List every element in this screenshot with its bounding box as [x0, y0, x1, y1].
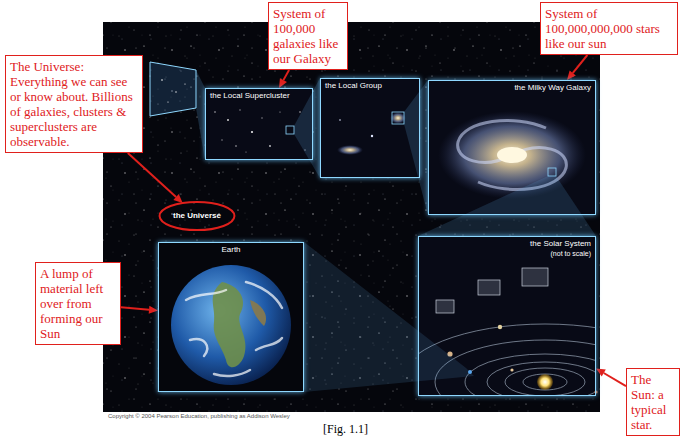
pointer-line: [573, 55, 588, 73]
pointer-line: [283, 70, 289, 80]
arrowhead: [596, 368, 606, 376]
callout-box: The Sun: a typical star.: [626, 368, 680, 436]
panel-title: the Solar System: [423, 239, 591, 249]
callout-box: System of 100,000,000,000 stars like our…: [540, 2, 678, 55]
figure-caption: [Fig. 1.1]: [323, 422, 368, 436]
callout-box: The Universe: Everything we can see or k…: [5, 55, 143, 153]
pointer-arrow: [279, 70, 289, 88]
panel-title: the Local Group: [325, 81, 415, 91]
pointer-arrow: [567, 55, 587, 80]
zoom-panel: the Milky Way Galaxy: [428, 80, 596, 215]
callout-box: A lump of material left over from formin…: [35, 262, 121, 345]
zoom-panel: the Local Supercluster: [205, 88, 313, 160]
zoom-panel: the Solar System(not to scale): [418, 236, 596, 396]
arrowhead: [279, 78, 287, 88]
pointer-arrow: [596, 368, 626, 386]
pointer-line: [121, 307, 149, 309]
callout-text: The Sun: a typical star.: [631, 372, 675, 432]
callout-text: System of 100,000 galaxies like our Gala…: [273, 6, 343, 66]
panel-title: (not to scale): [423, 249, 591, 258]
circled-label: the Universe: [158, 200, 236, 232]
pointer-arrow: [128, 153, 183, 203]
panel-title: the Milky Way Galaxy: [433, 83, 591, 93]
arrowhead: [149, 306, 158, 314]
panel-title: Earth: [163, 245, 299, 255]
callout-text: System of 100,000,000,000 stars like our…: [545, 6, 673, 51]
arrowhead: [567, 70, 576, 80]
callout-text: The Universe: Everything we can see or k…: [10, 59, 138, 149]
oval-outline: [160, 202, 235, 230]
panel-title: the Local Supercluster: [210, 91, 308, 101]
callout-box: System of 100,000 galaxies like our Gala…: [268, 2, 348, 70]
arrowhead: [173, 194, 182, 203]
pointer-arrow: [121, 306, 158, 314]
copyright-note: Copyright © 2004 Pearson Education, publ…: [108, 413, 290, 420]
pointer-line: [604, 373, 626, 386]
zoom-panel: the Local Group: [320, 78, 420, 178]
callout-text: A lump of material left over from formin…: [40, 266, 116, 341]
circled-text: the Universe: [173, 211, 221, 221]
pointer-line: [128, 153, 176, 197]
zoom-panel: Earth: [158, 242, 304, 392]
